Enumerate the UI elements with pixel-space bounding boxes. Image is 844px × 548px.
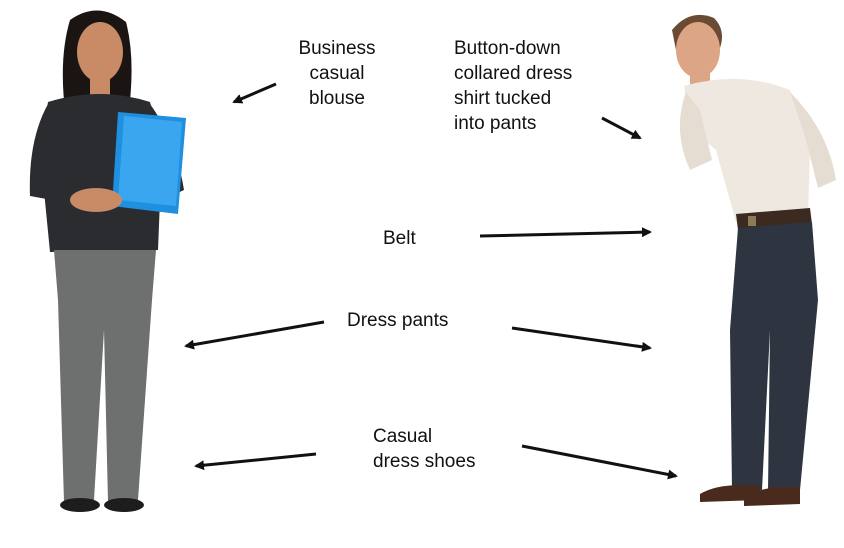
man-figure: [672, 15, 836, 506]
label-casual-dress-shoes: Casual dress shoes: [373, 424, 513, 474]
arrow-to-man-pants: [512, 328, 650, 348]
woman-face: [77, 22, 123, 82]
arrow-to-man-shoes: [522, 446, 676, 476]
label-dress-pants: Dress pants: [347, 308, 487, 333]
arrow-to-belt: [480, 232, 650, 236]
woman-blue-folder-cover: [118, 116, 182, 206]
arrow-to-blouse: [234, 84, 276, 102]
arrow-to-woman-pants: [186, 322, 324, 346]
woman-right-shoe: [104, 498, 144, 512]
man-belt-buckle: [748, 216, 756, 226]
man-face: [676, 22, 720, 78]
label-button-down-shirt: Button-down collared dress shirt tucked …: [454, 36, 624, 136]
label-business-casual-blouse: Business casual blouse: [282, 36, 392, 111]
woman-pants: [54, 250, 156, 502]
label-belt: Belt: [383, 226, 443, 251]
arrow-to-woman-shoes: [196, 454, 316, 466]
woman-figure: [30, 10, 186, 512]
man-pants: [730, 222, 818, 492]
woman-hands: [70, 188, 122, 212]
woman-left-shoe: [60, 498, 100, 512]
